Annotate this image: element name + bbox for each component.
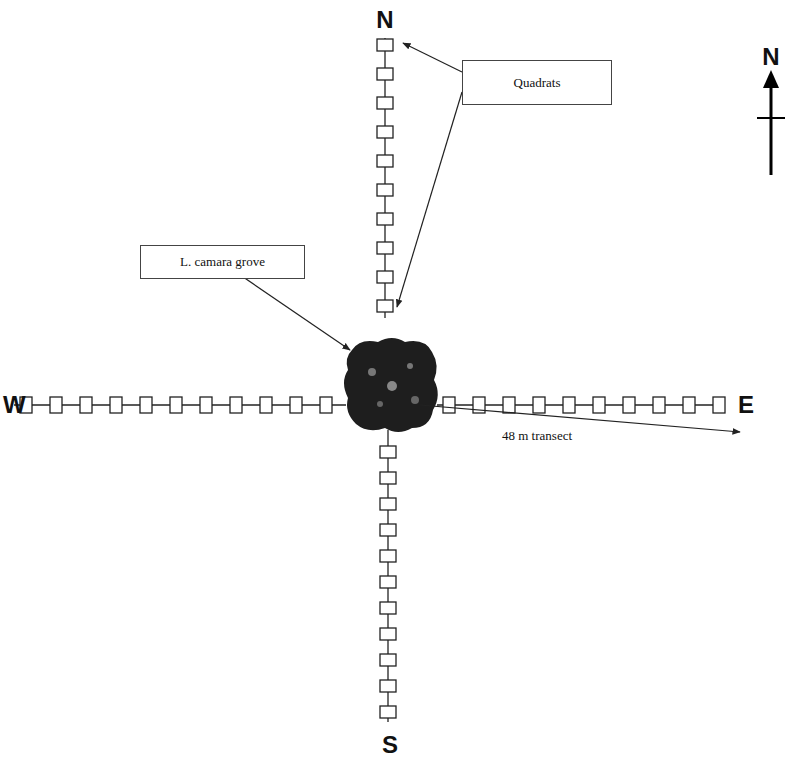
quadrat <box>170 397 182 413</box>
quadrat <box>110 397 122 413</box>
quadrat <box>377 155 393 167</box>
quadrat <box>380 498 396 510</box>
quadrat <box>377 97 393 109</box>
quadrat <box>377 68 393 80</box>
quadrat <box>380 602 396 614</box>
quadrat <box>683 397 695 413</box>
quadrat <box>200 397 212 413</box>
quadrat <box>653 397 665 413</box>
grove-blob <box>344 338 438 432</box>
quadrat <box>380 524 396 536</box>
quadrat <box>380 706 396 718</box>
quadrat <box>713 397 725 413</box>
quadrat <box>380 628 396 640</box>
quadrat <box>80 397 92 413</box>
quadrat-transects <box>14 38 725 722</box>
quadrat <box>380 550 396 562</box>
quadrat <box>260 397 272 413</box>
quadrat <box>563 397 575 413</box>
quadrat <box>320 397 332 413</box>
quadrat <box>380 472 396 484</box>
quadrat <box>380 446 396 458</box>
quadrat <box>503 397 515 413</box>
callout-text: Quadrats <box>514 75 561 91</box>
direction-letter: S <box>382 733 398 757</box>
direction-letter: N <box>376 8 393 32</box>
compass-arrow <box>757 70 785 175</box>
quadrat <box>533 397 545 413</box>
quadrat <box>380 680 396 692</box>
quadrat <box>380 576 396 588</box>
quadrat <box>623 397 635 413</box>
quadrat <box>230 397 242 413</box>
quadrat <box>377 213 393 225</box>
quadrat <box>140 397 152 413</box>
quadrat <box>377 271 393 283</box>
quadrat <box>377 242 393 254</box>
callout-box: Quadrats <box>462 60 612 105</box>
quadrat <box>50 397 62 413</box>
transect-length: 48 m transect <box>500 429 574 442</box>
compass-letter: N <box>762 45 779 69</box>
quadrat <box>377 39 393 51</box>
callout-text: L. camara grove <box>180 254 265 270</box>
quadrat <box>380 654 396 666</box>
callout-box: L. camara grove <box>140 245 305 279</box>
quadrat <box>290 397 302 413</box>
quadrat <box>377 300 393 312</box>
leader-lines <box>230 43 740 432</box>
quadrat <box>377 126 393 138</box>
quadrat <box>377 184 393 196</box>
quadrat <box>593 397 605 413</box>
direction-letter: E <box>738 393 754 417</box>
quadrat <box>443 397 455 413</box>
direction-letter: W <box>3 393 26 417</box>
